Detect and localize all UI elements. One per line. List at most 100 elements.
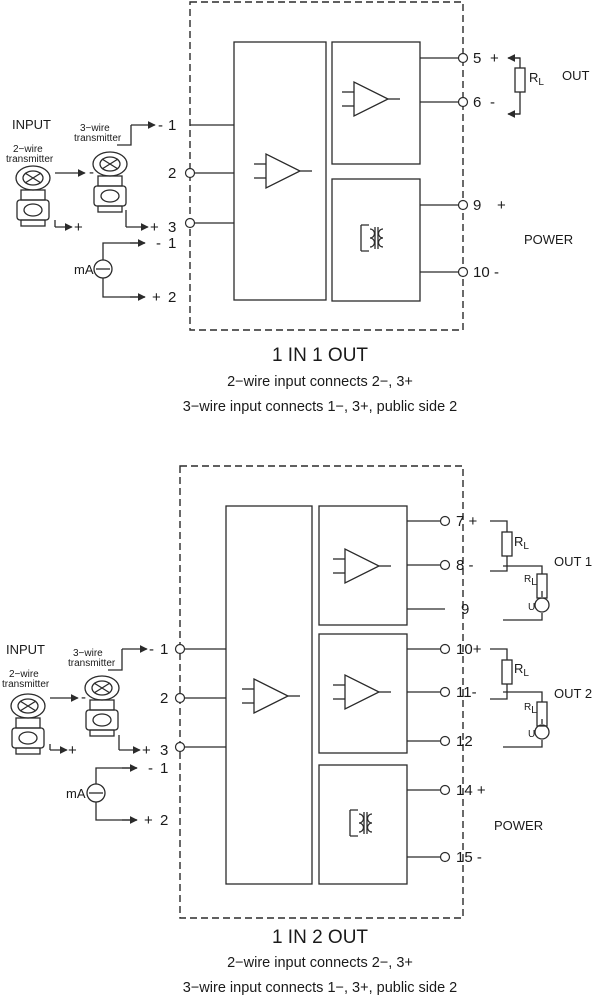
- terminal-sign-6: -: [490, 94, 495, 111]
- power-label: POWER: [524, 232, 573, 247]
- voltage-source: [534, 597, 550, 613]
- input-3-num: 3: [160, 742, 168, 759]
- out2-label: OUT 2: [554, 686, 592, 701]
- terminal-1: [174, 643, 186, 655]
- ma-1-num: 1: [168, 235, 176, 252]
- caption-line-1: 2−wire input connects 2−, 3+: [227, 955, 413, 971]
- terminal-10: [439, 643, 451, 655]
- out-label: OUT: [562, 68, 590, 83]
- caption-line-1: 2−wire input connects 2−, 3+: [227, 374, 413, 390]
- terminal-label-5: 5: [473, 50, 481, 67]
- terminal-14: [439, 784, 451, 796]
- out1-label: OUT 1: [554, 554, 592, 569]
- input-1-num: 1: [168, 117, 176, 134]
- input-minus-2w: -: [89, 164, 94, 181]
- terminal-label-6: 6: [473, 94, 481, 111]
- two-wire-label-2: transmitter: [2, 679, 50, 690]
- rl-label-2: RL: [524, 574, 537, 588]
- terminal-15: [439, 851, 451, 863]
- module-enclosure: [189, 1, 464, 331]
- power-isolation-block: [331, 178, 421, 302]
- terminal-3: [174, 741, 186, 753]
- ma-label: mA: [66, 786, 86, 801]
- u-label: U: [528, 602, 535, 613]
- terminal-sign-10: -: [494, 264, 499, 281]
- input-label: INPUT: [6, 642, 45, 657]
- output2-amplifier-block: [318, 633, 408, 754]
- module-enclosure: [179, 465, 464, 919]
- terminal-7: [439, 515, 451, 527]
- terminal-label-14: 14 +: [456, 782, 486, 799]
- terminal-11: [439, 686, 451, 698]
- terminal-10: [457, 266, 469, 278]
- input-plus-2w: +: [74, 219, 83, 236]
- terminal-label-9: 9: [461, 601, 469, 618]
- three-wire-transmitter: [92, 151, 128, 213]
- ma-minus: -: [148, 760, 153, 777]
- diagram-title: 1 IN 1 OUT: [272, 345, 368, 366]
- input-label: INPUT: [12, 117, 51, 132]
- input-1-num: 1: [160, 641, 168, 658]
- input-1-minus: -: [149, 641, 154, 658]
- terminal-12: [439, 735, 451, 747]
- three-wire-transmitter: [84, 675, 120, 737]
- terminal-label-9: 9: [473, 197, 481, 214]
- terminal-6: [457, 96, 469, 108]
- load-resistor: [501, 659, 513, 685]
- ma-minus: -: [156, 235, 161, 252]
- terminal-5: [457, 52, 469, 64]
- input-minus-2w: -: [81, 689, 86, 706]
- input-plus-2w: +: [68, 742, 77, 759]
- diagram-1in1out: 5 + 6 - 9 + 10 - RL OUT POWER INPUT 3−wi…: [6, 1, 590, 415]
- input-2-num: 2: [160, 690, 168, 707]
- voltage-source: [534, 724, 550, 740]
- ma-2-num: 2: [160, 812, 168, 829]
- terminal-2: [184, 167, 196, 179]
- terminal-label-11: 11-: [456, 684, 477, 701]
- terminal-label-15: 15 -: [456, 849, 482, 866]
- input-3-num: 3: [168, 219, 176, 236]
- three-wire-label: 3−wire: [73, 648, 103, 659]
- ma-label: mA: [74, 262, 94, 277]
- two-wire-transmitter: [15, 165, 51, 227]
- input-plus-3w: +: [142, 742, 151, 759]
- load-resistor: [514, 67, 526, 93]
- ma-plus: +: [144, 812, 153, 829]
- input-amplifier-block: [225, 505, 313, 885]
- terminal-label-12: 12: [456, 733, 473, 750]
- two-wire-label-2: transmitter: [6, 154, 54, 165]
- terminal-label-8: 8 -: [456, 557, 474, 574]
- ma-1-num: 1: [160, 760, 168, 777]
- three-wire-label-2: transmitter: [68, 658, 116, 669]
- input-amplifier-block: [233, 41, 327, 301]
- caption-line-2: 3−wire input connects 1−, 3+, public sid…: [183, 399, 457, 415]
- terminal-9: [457, 199, 469, 211]
- rl-label-4: RL: [524, 702, 537, 716]
- three-wire-label: 3−wire: [80, 123, 110, 134]
- caption-line-2: 3−wire input connects 1−, 3+, public sid…: [183, 980, 457, 996]
- terminal-3: [184, 217, 196, 229]
- two-wire-label: 2−wire: [13, 144, 43, 155]
- three-wire-label-2: transmitter: [74, 133, 122, 144]
- two-wire-label: 2−wire: [9, 669, 39, 680]
- terminal-label-10: 10+: [456, 641, 482, 658]
- diagram-title: 1 IN 2 OUT: [272, 927, 368, 948]
- load-resistor: [501, 531, 513, 557]
- terminal-sign-5: +: [490, 50, 499, 67]
- terminal-sign-9: +: [497, 197, 506, 214]
- output-amplifier-block: [331, 41, 421, 165]
- output1-amplifier-block: [318, 505, 408, 626]
- rl-label: RL: [514, 534, 529, 552]
- rl-label: RL: [529, 70, 544, 88]
- rl-label-3: RL: [514, 661, 529, 679]
- terminal-label-7: 7 +: [456, 513, 478, 530]
- ma-plus: +: [152, 289, 161, 306]
- input-plus-3w: +: [150, 219, 159, 236]
- u-label-2: U: [528, 729, 535, 740]
- terminal-2: [174, 692, 186, 704]
- two-wire-transmitter: [10, 693, 46, 755]
- terminal-8: [439, 559, 451, 571]
- diagram-1in2out: 7 + 8 - 9 10+ 11- 12 14 + 15 - RL RL U O…: [2, 465, 592, 996]
- input-2-num: 2: [168, 165, 176, 182]
